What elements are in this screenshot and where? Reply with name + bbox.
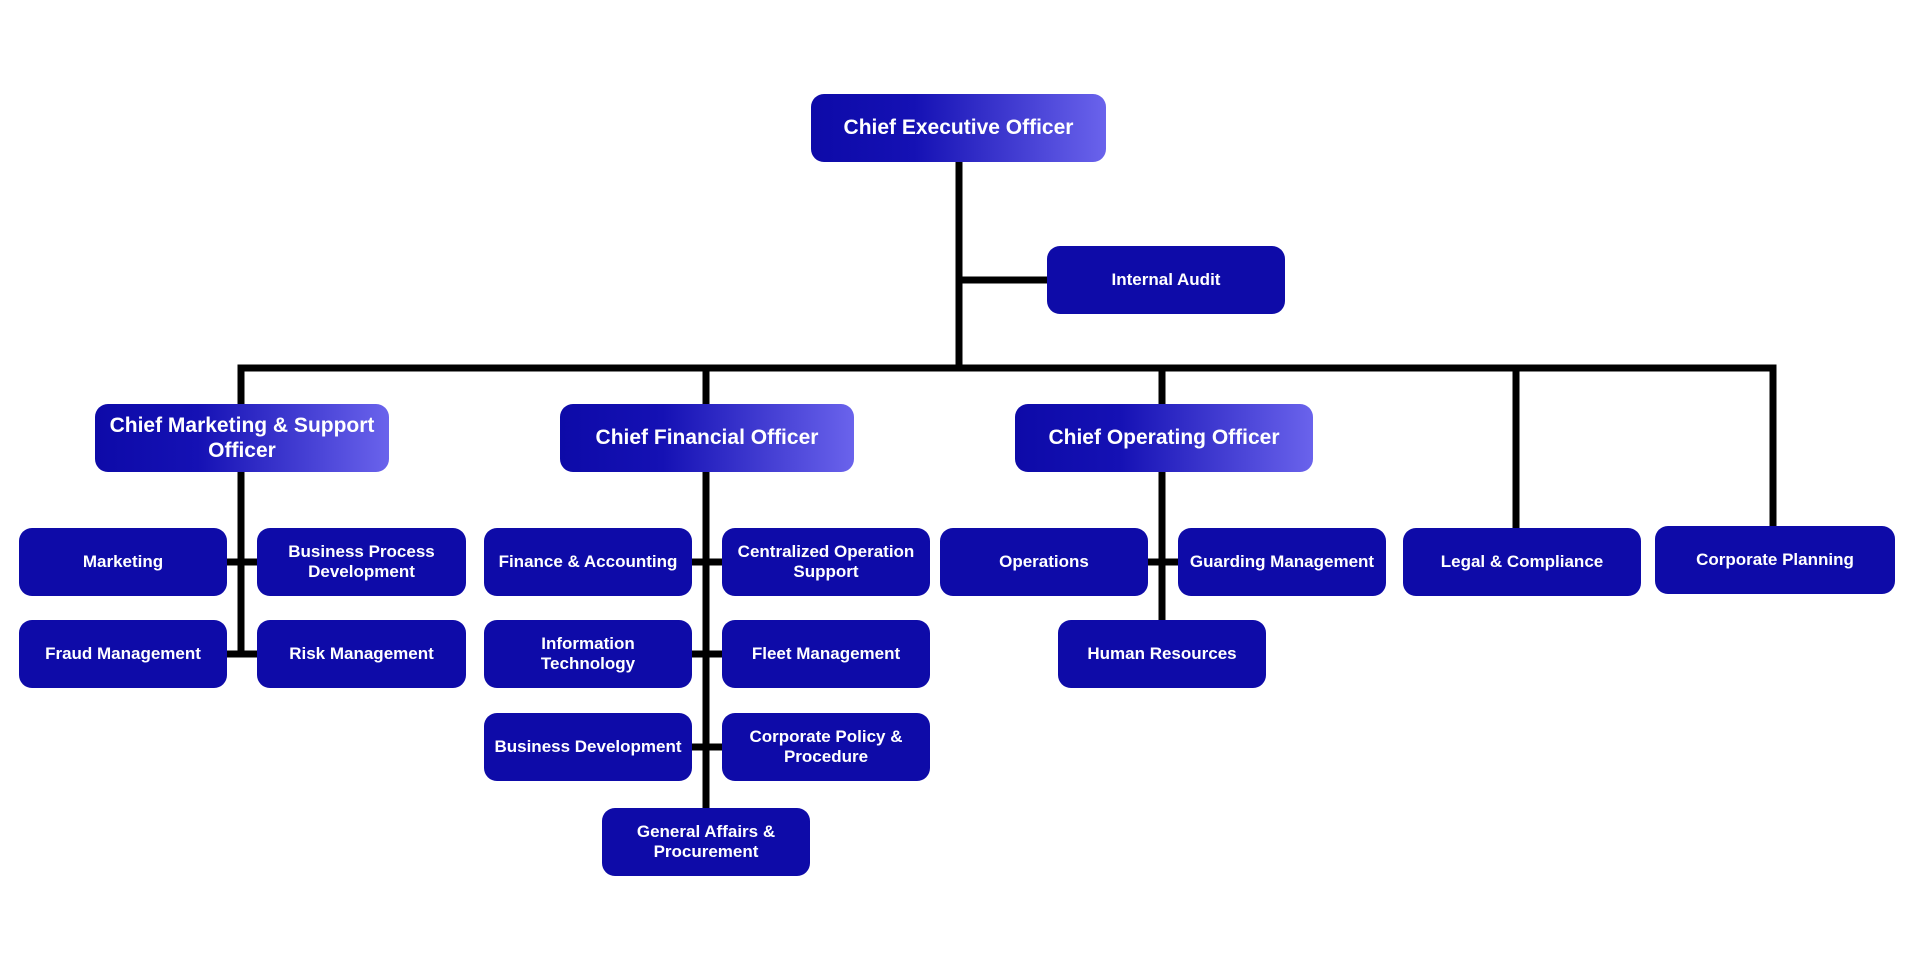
guarding-management-label: Guarding Management (1189, 551, 1375, 571)
guarding-management-box: Guarding Management (1178, 528, 1386, 596)
legal-compliance-box: Legal & Compliance (1403, 528, 1641, 596)
marketing-box: Marketing (19, 528, 227, 596)
centralized-operation-support-box: Centralized Operation Support (722, 528, 930, 596)
information-technology-label: Information Technology (540, 633, 636, 673)
coo-box: Chief Operating Officer (1015, 404, 1313, 472)
finance-accounting-label: Finance & Accounting (498, 551, 678, 571)
finance-accounting-box: Finance & Accounting (484, 528, 692, 596)
fleet-management-label: Fleet Management (751, 643, 901, 663)
human-resources-label: Human Resources (1087, 643, 1237, 663)
general-affairs-procurement-box: General Affairs & Procurement (602, 808, 810, 876)
cfo-label: Chief Financial Officer (595, 426, 819, 450)
risk-management-label: Risk Management (289, 643, 434, 663)
business-development-box: Business Development (484, 713, 692, 781)
internal-audit-box: Internal Audit (1047, 246, 1285, 314)
operations-box: Operations (940, 528, 1148, 596)
operations-label: Operations (999, 551, 1089, 571)
marketing-label: Marketing (82, 551, 164, 571)
information-technology-box: Information Technology (484, 620, 692, 688)
ceo-box: Chief Executive Officer (811, 94, 1106, 162)
risk-management-box: Risk Management (257, 620, 466, 688)
business-process-development-label: Business Process Development (288, 541, 435, 581)
corporate-planning-label: Corporate Planning (1696, 549, 1854, 569)
corporate-policy-procedure-label: Corporate Policy & Procedure (749, 726, 903, 766)
cmso-box: Chief Marketing & Support Officer (95, 404, 389, 472)
internal-audit-label: Internal Audit (1111, 269, 1221, 289)
corporate-policy-procedure-box: Corporate Policy & Procedure (722, 713, 930, 781)
business-development-label: Business Development (494, 736, 682, 756)
cmso-label: Chief Marketing & Support Officer (109, 413, 375, 462)
general-affairs-procurement-label: General Affairs & Procurement (636, 821, 776, 861)
fraud-management-label: Fraud Management (45, 643, 201, 663)
legal-compliance-label: Legal & Compliance (1440, 551, 1604, 571)
fraud-management-box: Fraud Management (19, 620, 227, 688)
centralized-operation-support-label: Centralized Operation Support (737, 541, 915, 581)
fleet-management-box: Fleet Management (722, 620, 930, 688)
ceo-label: Chief Executive Officer (843, 116, 1074, 140)
corporate-planning-box: Corporate Planning (1655, 526, 1895, 594)
human-resources-box: Human Resources (1058, 620, 1266, 688)
business-process-development-box: Business Process Development (257, 528, 466, 596)
coo-label: Chief Operating Officer (1048, 426, 1280, 450)
cfo-box: Chief Financial Officer (560, 404, 854, 472)
